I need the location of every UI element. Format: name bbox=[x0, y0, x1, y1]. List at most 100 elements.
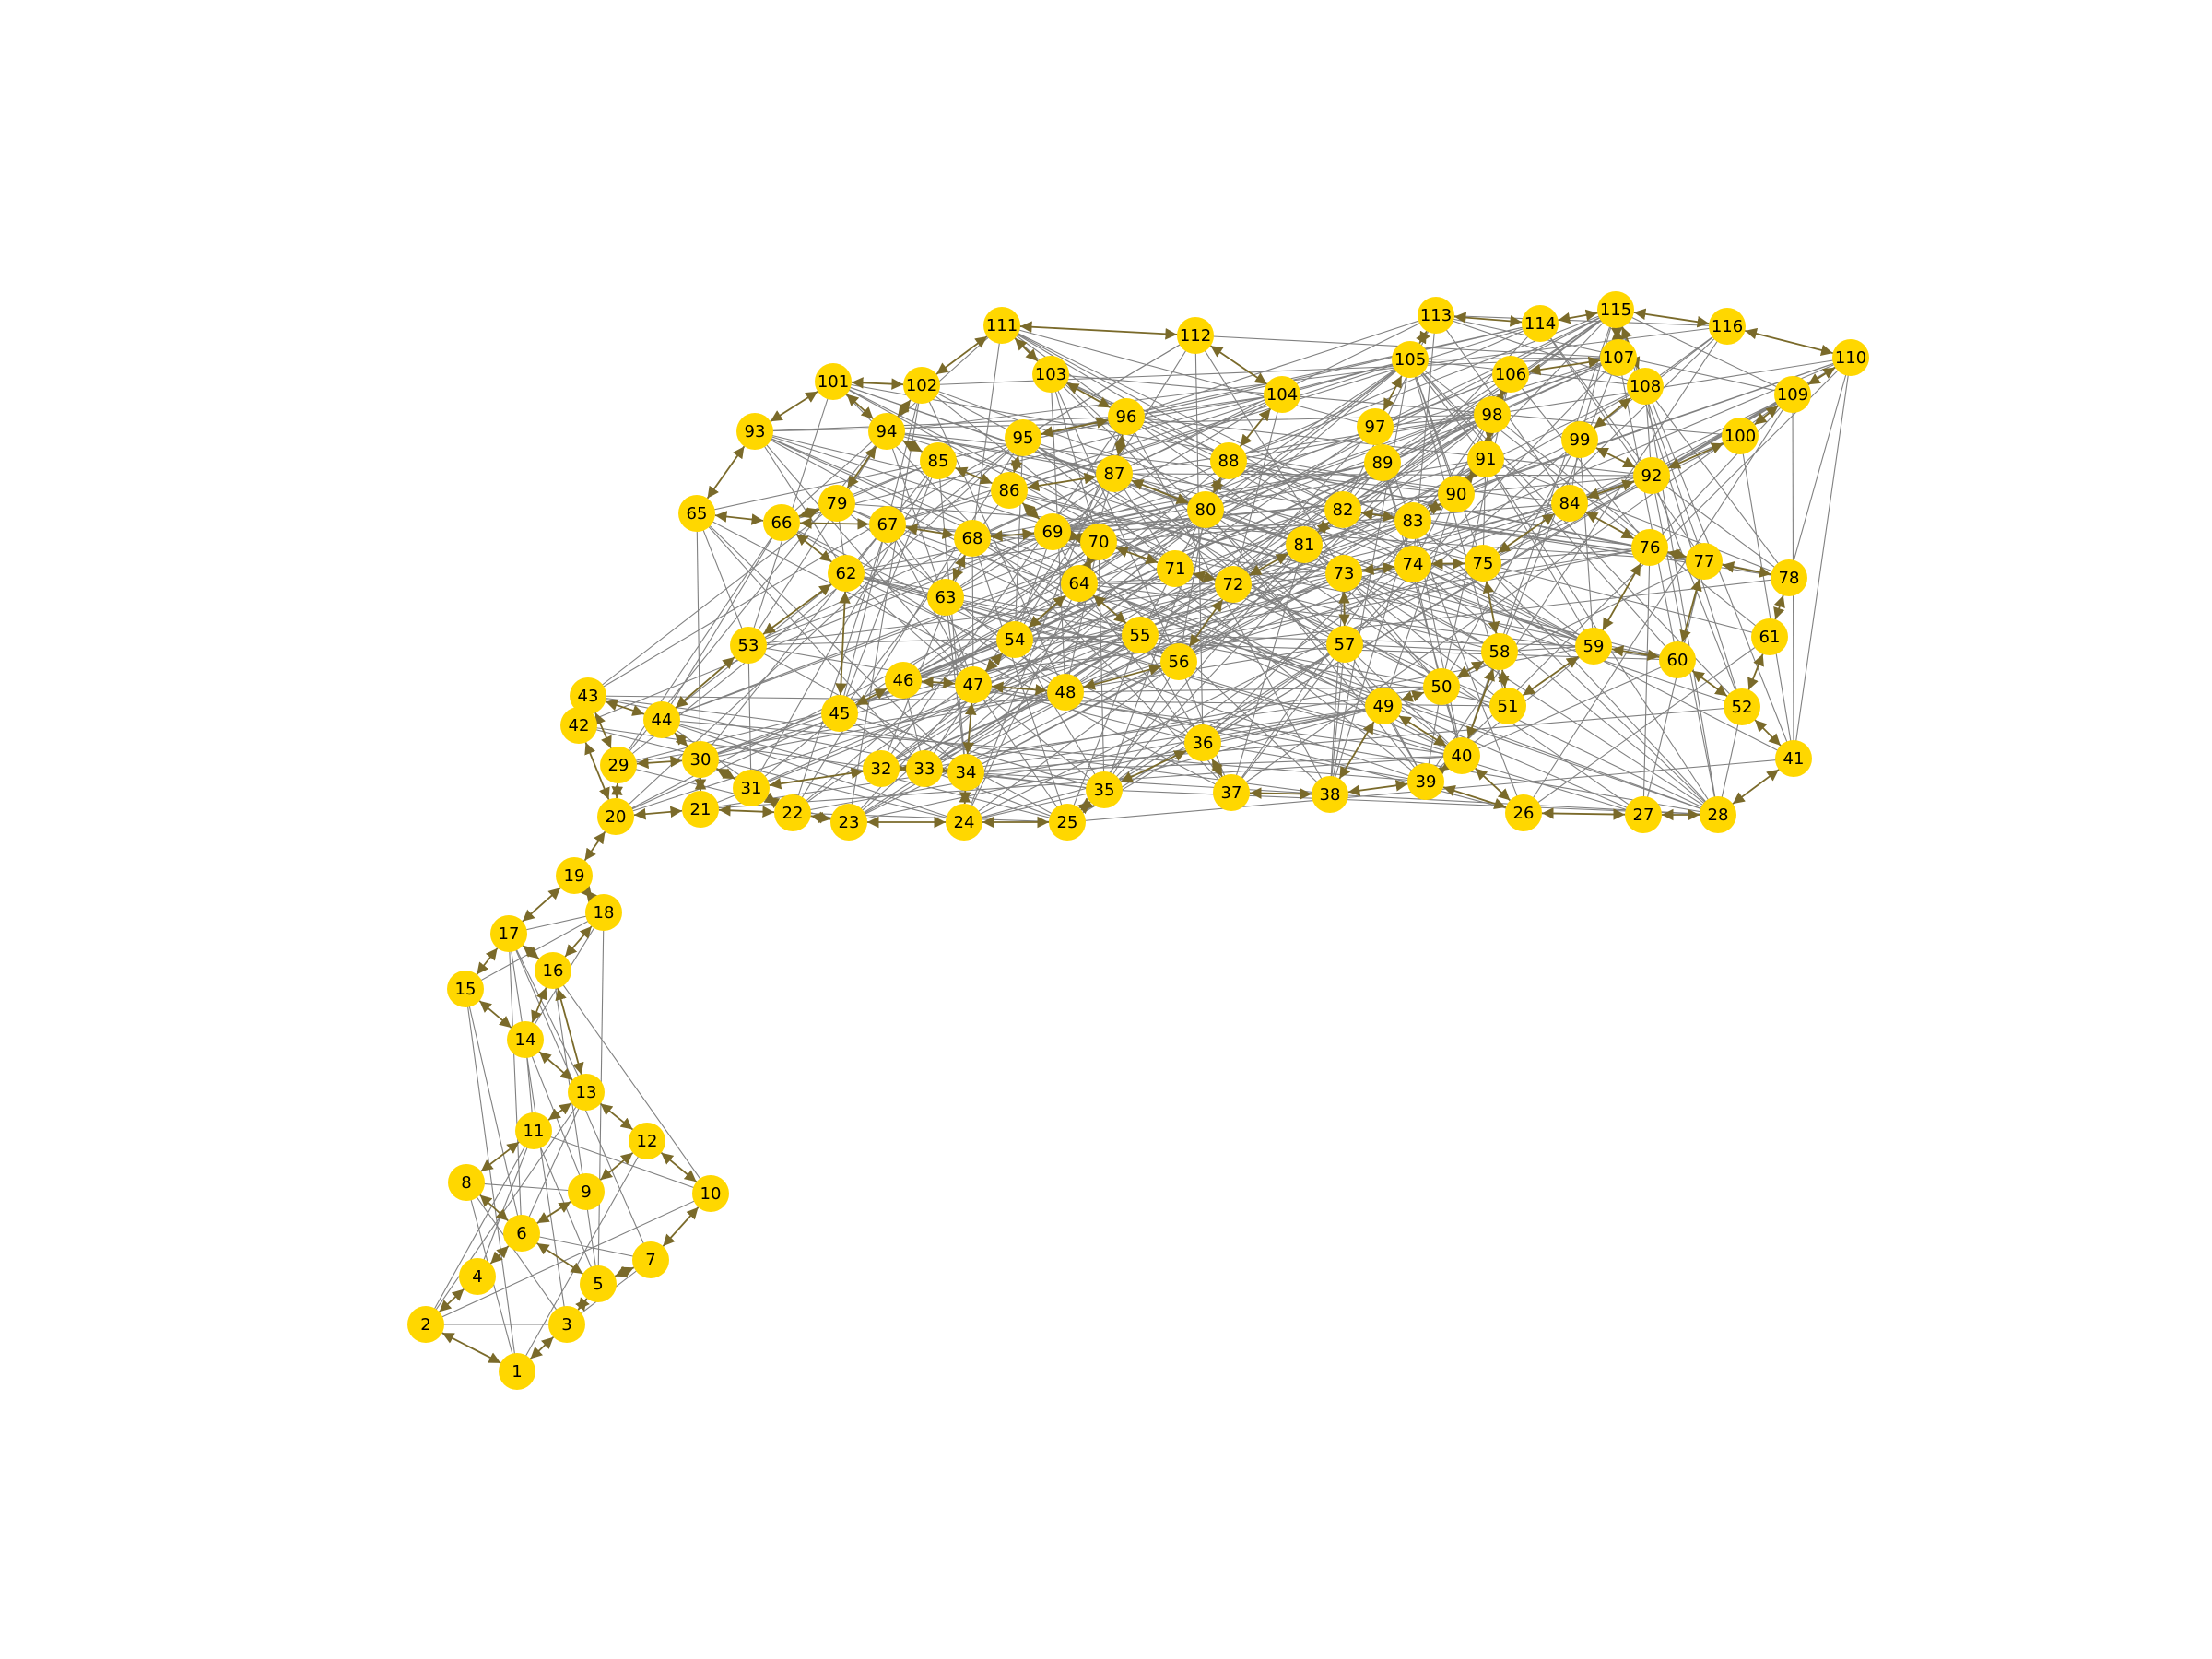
node-97: 97 bbox=[1357, 408, 1394, 445]
node-circle bbox=[490, 915, 527, 952]
node-label: 5 bbox=[593, 1275, 603, 1294]
node-45: 45 bbox=[821, 695, 858, 732]
arrow-edge bbox=[798, 507, 820, 519]
arrow-edge bbox=[1115, 546, 1159, 565]
node-80: 80 bbox=[1187, 491, 1224, 528]
node-37: 37 bbox=[1213, 774, 1250, 811]
arrow-edge bbox=[599, 1152, 634, 1181]
node-circle bbox=[1438, 476, 1475, 512]
node-99: 99 bbox=[1561, 421, 1598, 458]
node-circle bbox=[507, 1021, 544, 1058]
arrow-edge bbox=[921, 676, 956, 689]
node-27: 27 bbox=[1625, 796, 1662, 833]
node-circle bbox=[1659, 641, 1696, 678]
node-44: 44 bbox=[643, 701, 680, 738]
node-label: 50 bbox=[1431, 677, 1453, 697]
edge-line bbox=[971, 537, 974, 686]
node-73: 73 bbox=[1325, 555, 1362, 592]
arrow-edge bbox=[1398, 714, 1447, 747]
edge-line bbox=[1642, 560, 1705, 816]
arrow-edge bbox=[959, 790, 971, 805]
node-circle bbox=[830, 804, 867, 841]
edge-line bbox=[465, 912, 605, 990]
node-22: 22 bbox=[774, 794, 811, 831]
node-label: 47 bbox=[963, 676, 984, 695]
arrow-edge bbox=[547, 1102, 572, 1121]
node-circle bbox=[1709, 308, 1746, 345]
arrow-edge bbox=[555, 988, 584, 1075]
node-circle bbox=[1423, 668, 1460, 705]
node-29: 29 bbox=[600, 747, 637, 783]
node-circle bbox=[515, 1112, 552, 1149]
node-label: 39 bbox=[1416, 772, 1437, 792]
node-circle bbox=[1394, 546, 1431, 582]
node-46: 46 bbox=[885, 662, 922, 699]
node-circle bbox=[1177, 317, 1214, 354]
arrow-edge bbox=[1732, 769, 1780, 805]
node-label: 115 bbox=[1600, 300, 1631, 320]
edge-line bbox=[1014, 531, 1053, 641]
edge-line bbox=[1374, 426, 1524, 814]
node-circle bbox=[815, 363, 852, 400]
edge-line bbox=[747, 634, 1141, 646]
node-89: 89 bbox=[1364, 444, 1401, 481]
node-20: 20 bbox=[597, 798, 634, 835]
node-label: 75 bbox=[1473, 554, 1494, 573]
node-label: 48 bbox=[1055, 683, 1077, 702]
edge-line bbox=[587, 695, 1331, 795]
node-112: 112 bbox=[1177, 317, 1214, 354]
node-48: 48 bbox=[1047, 674, 1084, 711]
node-39: 39 bbox=[1407, 763, 1444, 800]
node-label: 37 bbox=[1221, 783, 1242, 803]
node-10: 10 bbox=[692, 1175, 729, 1212]
edge-line bbox=[1651, 475, 1790, 579]
node-circle bbox=[730, 627, 767, 664]
node-109: 109 bbox=[1774, 376, 1811, 413]
node-30: 30 bbox=[682, 741, 719, 778]
edge-line bbox=[1382, 493, 1457, 707]
node-42: 42 bbox=[560, 707, 597, 744]
edge-line bbox=[1008, 357, 1852, 491]
node-113: 113 bbox=[1418, 297, 1454, 334]
node-23: 23 bbox=[830, 804, 867, 841]
edge-line bbox=[465, 1182, 587, 1193]
edge-line bbox=[700, 705, 1384, 810]
arrow-edge bbox=[1541, 807, 1626, 820]
arrow-edge bbox=[810, 811, 831, 824]
node-circle bbox=[1686, 543, 1723, 580]
node-circle bbox=[947, 754, 984, 791]
node-label: 88 bbox=[1218, 452, 1240, 471]
node-label: 72 bbox=[1223, 575, 1244, 594]
edge-line bbox=[1435, 314, 1646, 387]
node-label: 70 bbox=[1088, 533, 1110, 552]
arrow-edge bbox=[1745, 327, 1833, 357]
node-circle bbox=[1326, 626, 1363, 663]
node-circle bbox=[954, 520, 991, 557]
node-label: 10 bbox=[700, 1184, 722, 1204]
node-71: 71 bbox=[1157, 550, 1194, 587]
arrow-edge bbox=[1667, 547, 1687, 561]
node-label: 87 bbox=[1104, 465, 1125, 484]
node-circle bbox=[1418, 297, 1454, 334]
arrow-edge bbox=[1239, 408, 1272, 447]
node-circle bbox=[1096, 455, 1133, 492]
arrow-edge bbox=[855, 688, 888, 706]
node-circle bbox=[448, 1164, 485, 1201]
arrow-edge bbox=[1602, 562, 1641, 631]
node-circle bbox=[1832, 339, 1869, 376]
edge-line bbox=[521, 1232, 652, 1261]
node-52: 52 bbox=[1724, 688, 1760, 725]
arrow-edge bbox=[675, 656, 735, 709]
node-circle bbox=[828, 555, 865, 592]
edge-line bbox=[1409, 359, 1457, 495]
edge-line bbox=[1739, 435, 1794, 759]
edge-line bbox=[902, 541, 1100, 681]
arrow-edge bbox=[580, 885, 598, 903]
node-35: 35 bbox=[1086, 771, 1123, 808]
node-circle bbox=[1187, 491, 1224, 528]
arrow-edge bbox=[1807, 366, 1836, 386]
edge-line bbox=[696, 512, 1232, 794]
node-label: 101 bbox=[818, 372, 849, 392]
arrow-edge bbox=[564, 925, 593, 958]
arrow-edge bbox=[1009, 455, 1023, 473]
